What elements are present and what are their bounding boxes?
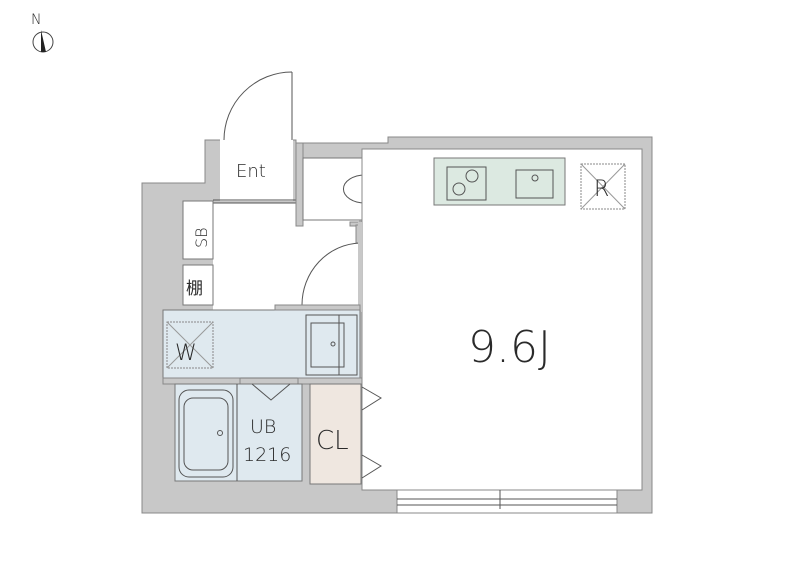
north-compass: N <box>31 12 54 53</box>
shelf-label: 棚 <box>186 279 203 299</box>
closet-door-top[interactable] <box>361 386 382 411</box>
bathtub-icon <box>178 389 234 478</box>
entrance-label: Ent <box>236 161 266 182</box>
shoe-box <box>182 200 214 260</box>
shoe-box-label: SB <box>192 227 211 248</box>
washer-space: W <box>166 321 214 369</box>
fridge-space: R <box>580 163 626 210</box>
bath-size-label: 1216 <box>243 444 291 466</box>
wash-basin-icon <box>305 314 358 376</box>
washer-label: W <box>175 341 197 366</box>
compass-label: N <box>31 12 41 28</box>
hallway <box>213 203 359 311</box>
entrance-area <box>220 139 293 201</box>
sink-icon <box>515 169 554 199</box>
shelf <box>182 264 214 306</box>
main-room-label: 9.6J <box>468 322 551 373</box>
bath-door[interactable] <box>251 383 291 401</box>
closet-label: CL <box>316 426 349 456</box>
closet-door-bottom[interactable] <box>361 454 382 479</box>
entrance-door[interactable] <box>223 71 293 141</box>
closet <box>309 383 362 485</box>
fridge-label: R <box>594 177 609 202</box>
compass-needle-icon <box>41 30 46 52</box>
stove-icon <box>446 166 487 201</box>
balcony-window <box>396 489 618 514</box>
unit-bath <box>174 383 303 482</box>
bath-label: UB <box>250 416 276 438</box>
kitchen-counter <box>433 157 566 206</box>
